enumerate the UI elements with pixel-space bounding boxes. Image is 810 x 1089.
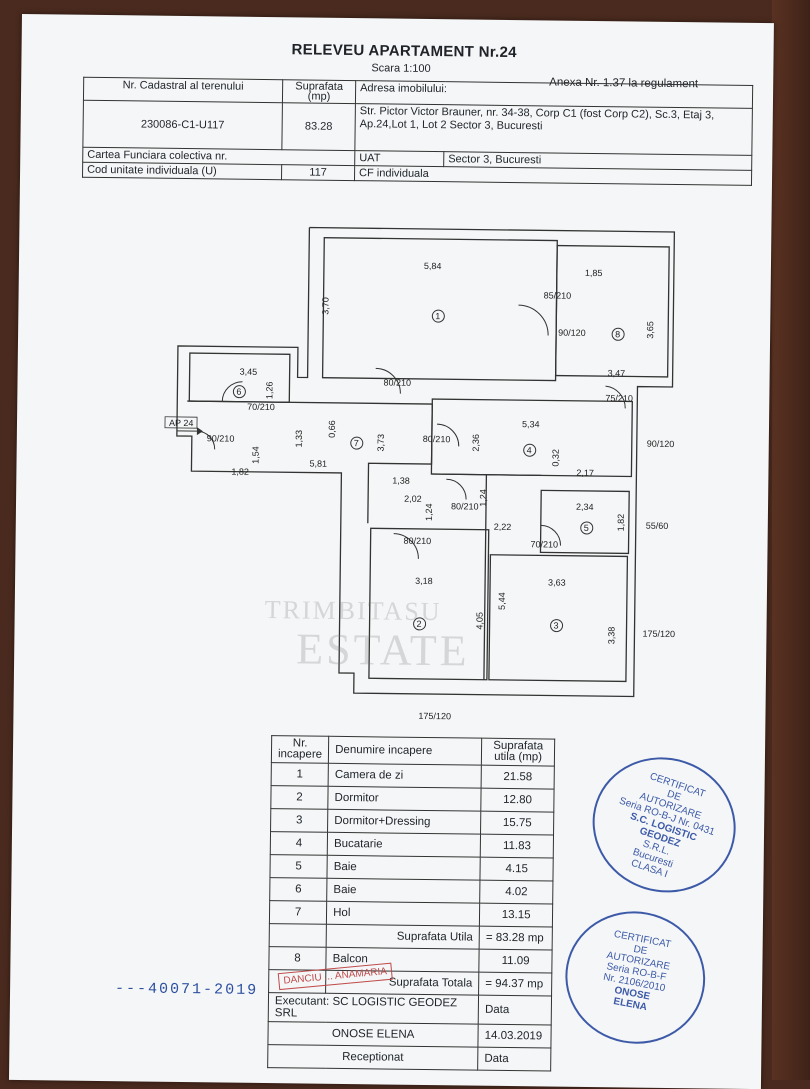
authorization-stamp-1: CERTIFICAT DE AUTORIZARE Seria RO-B-J Nr… (574, 738, 753, 911)
dimension-label: 5,81 (309, 459, 327, 469)
dimension-label: 2,36 (471, 434, 481, 452)
dimension-label: 5,44 (497, 592, 507, 610)
dimension-label: 1,33 (294, 430, 304, 448)
document-sheet: RELEVEU APARTAMENT Nr.24 Scara 1:100 Ane… (9, 14, 774, 1089)
cod-unitate-label: Cod unitate individuala (U) (83, 162, 282, 179)
uat-label: UAT (355, 151, 444, 167)
door-label: 90/120 (647, 439, 675, 449)
dimension-label: 2,34 (576, 502, 594, 512)
door-label: 75/210 (605, 393, 633, 403)
room-number: 4 (527, 445, 532, 455)
dimension-label: 1,38 (392, 476, 410, 486)
suprafata-value: 83.28 (282, 103, 356, 151)
dimension-label: 0,66 (327, 420, 337, 438)
entrance-arrow-head (197, 427, 203, 435)
document-title: RELEVEU APARTAMENT Nr.24 (291, 41, 516, 61)
door-label: 55/60 (646, 521, 669, 531)
col-cadastral: Nr. Cadastral al terenului (83, 77, 282, 102)
door-label: 80/210 (404, 536, 432, 546)
rooms-table: Nr. incapere Denumire incapere Suprafata… (267, 735, 555, 1071)
dimension-label: 3,63 (548, 577, 566, 587)
dimension-label: 3,45 (240, 367, 258, 377)
dimension-label: 3,38 (606, 627, 616, 645)
header-area: Suprafata utila (mp) (481, 738, 554, 766)
cadastral-value: 230086-C1-U117 (83, 100, 283, 149)
room-number: 6 (236, 387, 241, 397)
door-label: 90/120 (558, 328, 586, 338)
dimension-label: 5,34 (522, 419, 540, 429)
background-table-edge (772, 0, 810, 1080)
dimension-label: 5,84 (424, 261, 442, 271)
watermark-line2: ESTATE (296, 623, 470, 676)
room-number: 5 (584, 523, 589, 533)
door-label: 70/210 (530, 539, 558, 549)
dimension-label: 1,24 (478, 489, 488, 507)
dimension-label: 1,82 (616, 514, 626, 532)
room-number: 7 (354, 438, 359, 448)
dimension-label: 2,22 (494, 522, 512, 532)
dimension-label: 3,70 (320, 297, 330, 315)
watermark-line1: TRIMBITASU (265, 595, 442, 627)
cod-unitate-value: 117 (281, 165, 354, 181)
handwritten-number: ---40071-2019 (115, 980, 258, 999)
room-number: 8 (615, 329, 620, 339)
door-label: 85/210 (544, 290, 572, 300)
scale-label: Scara 1:100 (371, 62, 430, 75)
door-label: 90/210 (207, 433, 235, 443)
dimension-label: 0,32 (551, 449, 561, 467)
door-label: 80/210 (383, 377, 411, 387)
room-number: 3 (554, 621, 559, 631)
header-table: Nr. Cadastral al terenului Suprafata (mp… (82, 77, 753, 186)
door-label: 80/210 (423, 434, 451, 444)
ap-label: AP 24 (169, 418, 193, 428)
room-number: 1 (435, 311, 440, 321)
header-name: Denumire incapere (328, 736, 481, 765)
dimension-label: 1,24 (424, 503, 434, 521)
header-nr: Nr. incapere (271, 736, 328, 764)
address-value: Str. Pictor Victor Brauner, nr. 34-38, C… (355, 104, 753, 156)
dimension-labels: 5,84 1,85 3,70 3,65 3,47 3,45 1,26 5,34 … (229, 259, 656, 645)
dimension-label: 1,85 (585, 268, 603, 278)
dimension-label: 3,73 (376, 434, 386, 452)
authorization-stamp-2: CERTIFICAT DE AUTORIZARE Seria RO-B-F Nr… (554, 900, 716, 1056)
dimension-label: 3,47 (608, 368, 626, 378)
col-suprafata: Suprafata (mp) (282, 80, 355, 104)
dimension-label: 4,05 (475, 612, 485, 630)
door-label: 175/120 (418, 711, 451, 721)
dimension-label: 3,65 (645, 321, 655, 339)
util-row: Suprafata Utila= 83.28 mp (269, 924, 552, 950)
dimension-label: 1,54 (251, 446, 261, 464)
door-label: 70/210 (247, 402, 275, 412)
door-label: 175/120 (642, 629, 675, 639)
dimension-label: 1,26 (264, 381, 274, 399)
door-label: 80/210 (451, 501, 479, 511)
door-arcs (195, 301, 626, 561)
dimension-label: 3,18 (415, 576, 433, 586)
dimension-label: 1,82 (231, 467, 249, 477)
dimension-label: 2,02 (404, 494, 422, 504)
dimension-label: 2,17 (576, 468, 594, 478)
